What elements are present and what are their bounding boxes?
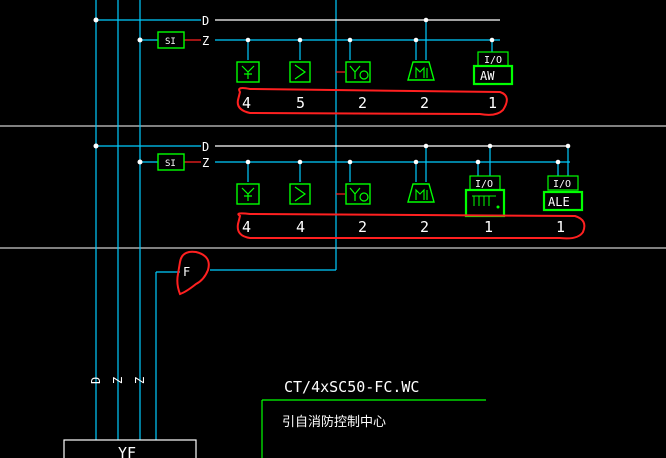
count-bell-lower: 2 bbox=[420, 218, 429, 236]
svg-text:D: D bbox=[89, 377, 103, 384]
si-module-lower[interactable] bbox=[157, 153, 185, 171]
svg-text:Z: Z bbox=[111, 377, 125, 384]
si-label-lower: SI bbox=[165, 159, 176, 169]
si-module[interactable] bbox=[157, 31, 185, 49]
si-label: SI bbox=[165, 37, 176, 47]
count-manual-lower: 2 bbox=[358, 218, 367, 236]
io-module-label-ale: ALE bbox=[548, 195, 570, 209]
bottom-panel-label: YF bbox=[118, 444, 136, 458]
count-heat-upper: 5 bbox=[296, 94, 305, 112]
svg-text:Z: Z bbox=[133, 377, 147, 384]
upper-count-highlight bbox=[236, 87, 508, 116]
count-ale-lower: 1 bbox=[556, 218, 565, 236]
alarm-bell-icon[interactable] bbox=[407, 183, 435, 203]
count-smoke-lower: 4 bbox=[242, 218, 251, 236]
bus-label-z: Z bbox=[202, 34, 209, 48]
svg-text:I/O: I/O bbox=[475, 179, 493, 190]
svg-text:I/O: I/O bbox=[553, 179, 571, 190]
cable-spec: CT/4xSC50-FC.WC bbox=[284, 378, 419, 396]
svg-text:I/O: I/O bbox=[484, 55, 502, 66]
f-highlight bbox=[176, 250, 210, 296]
smoke-detector-icon[interactable] bbox=[236, 183, 260, 205]
bottom-panel-box[interactable] bbox=[63, 439, 197, 458]
manual-call-point-icon[interactable] bbox=[345, 61, 371, 83]
riser-labels: D Z Z bbox=[89, 377, 147, 384]
bus-label-d: D bbox=[202, 14, 209, 28]
heat-detector-icon[interactable] bbox=[289, 183, 311, 205]
lower-count-highlight bbox=[236, 212, 586, 240]
manual-call-point-icon[interactable] bbox=[345, 183, 371, 205]
bus-label-z-lower: Z bbox=[202, 156, 209, 170]
smoke-detector-icon[interactable] bbox=[236, 61, 260, 83]
count-heat-lower: 4 bbox=[296, 218, 305, 236]
bus-label-d-lower: D bbox=[202, 140, 209, 154]
upper-devices: I/O AW bbox=[236, 51, 514, 86]
count-io-upper: 1 bbox=[488, 94, 497, 112]
upper-floor-wiring bbox=[93, 17, 500, 73]
alarm-bell-icon[interactable] bbox=[407, 61, 435, 81]
io-module-icon[interactable]: I/O ALE bbox=[542, 175, 584, 212]
heat-detector-icon[interactable] bbox=[289, 61, 311, 83]
lower-counts: 4 4 2 2 1 1 bbox=[242, 218, 565, 236]
io-module-label-aw: AW bbox=[480, 69, 495, 83]
count-io-lower: 1 bbox=[484, 218, 493, 236]
lower-floor-wiring bbox=[93, 143, 571, 195]
count-smoke-upper: 4 bbox=[242, 94, 251, 112]
io-module-icon[interactable]: I/O AW bbox=[472, 51, 514, 86]
lower-devices: I/O I/O ALE bbox=[236, 175, 584, 218]
io-module-icon[interactable]: I/O bbox=[464, 175, 506, 218]
cable-note: 引自消防控制中心 bbox=[282, 414, 386, 430]
bus-label-f: F bbox=[183, 265, 190, 279]
vertical-risers bbox=[95, 0, 337, 440]
count-bell-upper: 2 bbox=[420, 94, 429, 112]
upper-counts: 4 5 2 2 1 bbox=[242, 94, 497, 112]
count-manual-upper: 2 bbox=[358, 94, 367, 112]
